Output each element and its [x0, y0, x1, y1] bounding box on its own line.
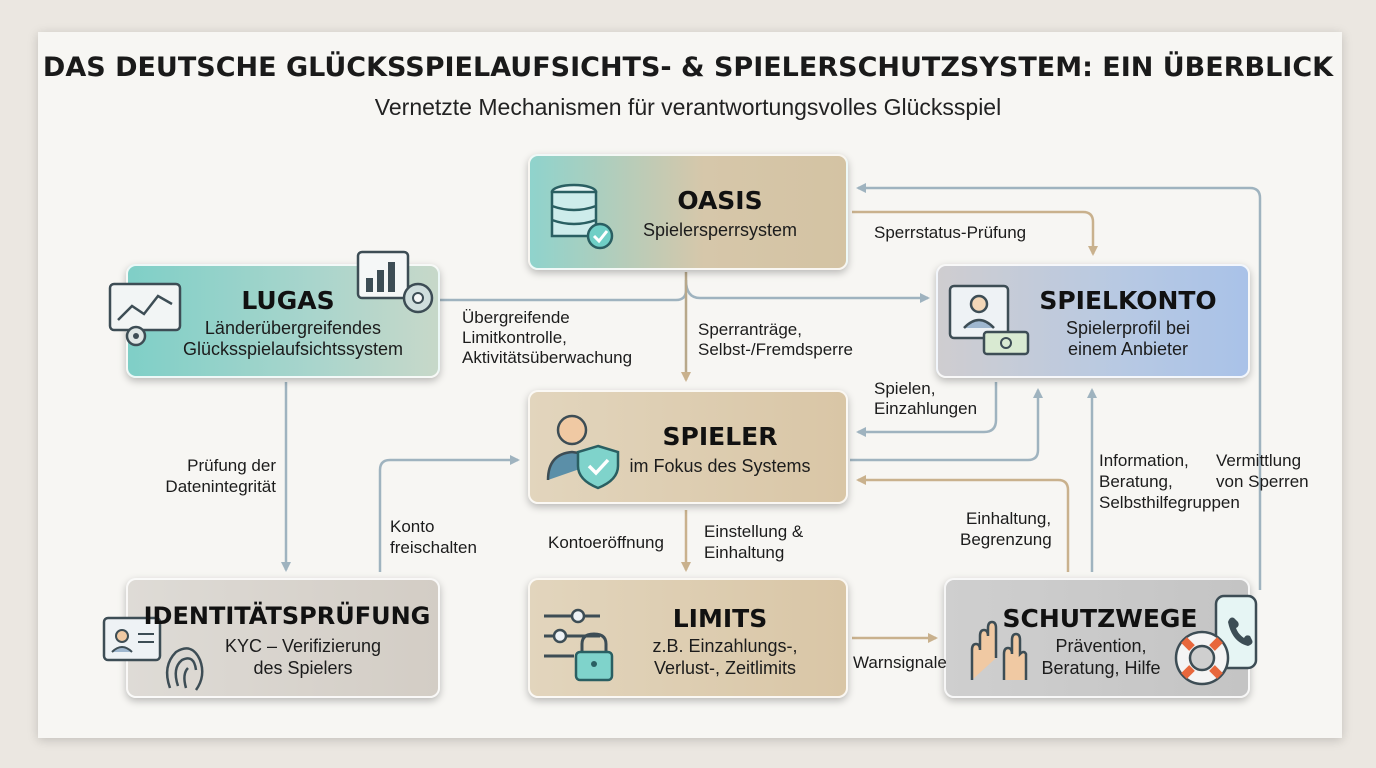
node-identitaetspruefung: IDENTITÄTSPRÜFUNG KYC – Verifizierung de…	[102, 578, 440, 698]
label-vermittlung-1: Vermittlung	[1216, 451, 1302, 470]
spielkonto-desc-1: Spielerprofil bei	[1065, 318, 1191, 338]
identitaet-desc-1: KYC – Verifizierung	[224, 636, 382, 656]
identitaet-desc-2: des Spielers	[253, 658, 353, 678]
label-konto-1: Konto	[390, 517, 435, 536]
spieler-desc: im Fokus des Systems	[629, 456, 811, 476]
node-schutzwege: SCHUTZWEGE Prävention, Beratung, Hilfe	[944, 578, 1258, 698]
spielkonto-title: SPIELKONTO	[1039, 286, 1217, 315]
lugas-desc-2: Glücksspielaufsichtssystem	[182, 339, 404, 359]
id-card-fingerprint-icon	[102, 616, 204, 691]
bar-chart-gear-icon	[356, 250, 434, 314]
arrow-spieler-konto	[850, 388, 1043, 462]
schutzwege-desc-2: Beratung, Hilfe	[1041, 658, 1161, 678]
label-uebergreifend-2: Limitkontrolle,	[462, 328, 567, 347]
arrow-konto	[378, 455, 520, 572]
label-sperrantraege-2: Selbst-/Fremdsperre	[698, 340, 853, 359]
arrow-vermittlung	[856, 183, 1262, 590]
label-vermittlung-2: von Sperren	[1216, 472, 1309, 491]
schutzwege-title: SCHUTZWEGE	[1002, 604, 1198, 633]
profile-card-money-icon	[948, 284, 1030, 356]
label-sperrstatus: Sperrstatus-Prüfung	[874, 223, 1027, 242]
node-spieler: SPIELER im Fokus des Systems	[528, 390, 848, 504]
label-information-3: Selbsthilfegruppen	[1099, 493, 1240, 512]
label-einstellung-2: Einhaltung	[704, 543, 785, 562]
arrow-spielen	[856, 382, 998, 437]
label-information-1: Information,	[1099, 451, 1189, 470]
label-einhaltung-2: Begrenzung	[960, 530, 1052, 549]
arrow-einhaltung	[856, 475, 1070, 572]
node-lugas: LUGAS Länderübergreifendes Glücksspielau…	[108, 250, 440, 378]
limits-desc-1: z.B. Einzahlungs-,	[652, 636, 798, 656]
oasis-title: OASIS	[677, 186, 763, 215]
node-oasis: OASIS Spielersperrsystem	[528, 154, 848, 270]
limits-title: LIMITS	[672, 604, 768, 633]
oasis-desc: Spielersperrsystem	[642, 220, 798, 240]
person-shield-icon	[546, 414, 620, 490]
label-konto-2: freischalten	[390, 538, 477, 557]
label-kontoeroeffnung: Kontoeröffnung	[548, 533, 664, 552]
label-pruefung-2: Datenintegrität	[165, 477, 276, 496]
label-spielen-2: Einzahlungen	[874, 399, 978, 418]
arrow-uebergreifend	[440, 279, 930, 303]
label-warnsignale: Warnsignale	[853, 653, 947, 672]
lugas-desc-1: Länderübergreifendes	[204, 318, 382, 338]
dashboard-chart-gear-icon	[108, 282, 182, 347]
sliders-lock-icon	[544, 608, 614, 682]
label-pruefung-1: Prüfung der	[187, 456, 276, 475]
label-spielen-1: Spielen,	[874, 379, 936, 398]
spieler-title: SPIELER	[662, 422, 778, 451]
identitaet-title: IDENTITÄTSPRÜFUNG	[143, 602, 431, 630]
schutzwege-desc-1: Prävention,	[1055, 636, 1147, 656]
page-title: DAS DEUTSCHE GLÜCKSSPIELAUFSICHTS- & SPI…	[42, 52, 1334, 83]
lugas-title: LUGAS	[241, 286, 335, 315]
label-information-2: Beratung,	[1099, 472, 1173, 491]
arrow-sperrstatus	[852, 210, 1098, 256]
limits-desc-2: Verlust-, Zeitlimits	[653, 658, 797, 678]
page-subtitle: Vernetzte Mechanismen für verantwortungs…	[374, 94, 1002, 120]
label-uebergreifend-1: Übergreifende	[462, 308, 570, 327]
label-einhaltung-1: Einhaltung,	[966, 509, 1052, 528]
label-sperrantraege-1: Sperranträge,	[698, 320, 802, 339]
label-einstellung-1: Einstellung &	[704, 522, 804, 541]
database-check-icon	[550, 183, 614, 250]
hands-icon	[970, 620, 1028, 680]
node-limits: LIMITS z.B. Einzahlungs-, Verlust-, Zeit…	[528, 578, 848, 698]
lifebuoy-phone-icon	[1174, 594, 1258, 686]
node-spielkonto: SPIELKONTO Spielerprofil bei einem Anbie…	[936, 264, 1250, 378]
label-uebergreifend-3: Aktivitätsüberwachung	[462, 348, 633, 367]
spielkonto-desc-2: einem Anbieter	[1067, 339, 1189, 359]
